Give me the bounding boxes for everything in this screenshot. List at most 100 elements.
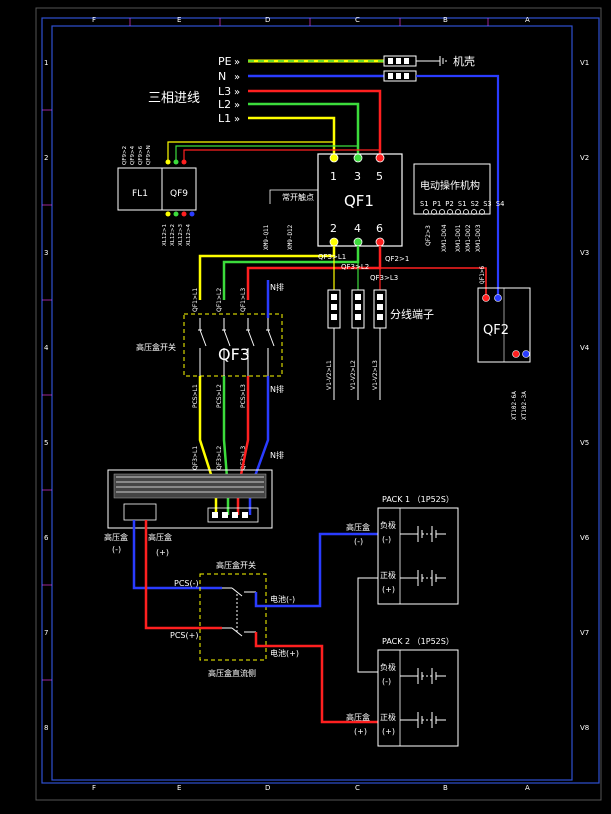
fl1-bottom-label: XL12>3 xyxy=(178,224,184,246)
pack1-neg-label: 负极 xyxy=(380,520,396,530)
terminals-label: 分线端子 xyxy=(390,307,434,321)
frame-row-number: 6 xyxy=(44,534,49,542)
qf1-out-label: QF2>1 xyxy=(385,255,409,263)
qf3-n-pcs-wire xyxy=(248,376,270,515)
qf1-out-label: QF3>L2 xyxy=(341,263,369,271)
frame-row-number: 5 xyxy=(44,439,48,447)
operator-wire-label: XM1-D04 xyxy=(441,224,448,252)
pcs-neg-sign: (-) xyxy=(112,545,121,554)
n-to-qf2-wire xyxy=(416,74,500,296)
operator-wire-label: XM1-D03 xyxy=(475,224,482,252)
dc-switch-bottom-label: 高压盒直流侧 xyxy=(208,668,256,678)
pack2-pos-label: 正极 xyxy=(380,712,396,722)
qf1-aux-pin: XM9-D12 xyxy=(287,224,294,250)
l1-arrow-icon: » xyxy=(234,114,240,125)
fl1-bottom-label: XL12>4 xyxy=(186,224,192,246)
qf1-l1-out-wire xyxy=(198,246,336,300)
qf1-term-bottom: 4 xyxy=(354,222,361,235)
qf9-l2-wire xyxy=(175,145,358,160)
outer-frame xyxy=(41,17,600,784)
l2-input-wire xyxy=(248,102,360,155)
dc-switch-top-label: 高压盒开关 xyxy=(216,560,256,570)
frame-col-label: D xyxy=(265,16,270,24)
frame-col-label: F xyxy=(92,784,96,792)
frame-col-label: C xyxy=(355,16,360,24)
distribution-terminals: 分线端子 V1-V2>L1 V1-V2>L2 V1-V2>L3 xyxy=(326,289,434,400)
pack1: PACK 1 （1P52S） 负极 (-) 正极 (+) 高压盒 (-) xyxy=(346,495,459,605)
frame-row-number: 2 xyxy=(44,154,48,162)
pe-terminal-pin xyxy=(396,58,401,64)
qf3-l3-pcs-wire xyxy=(236,376,250,515)
pack1-box-sign: (-) xyxy=(354,537,363,546)
frame-row-number: 8 xyxy=(44,724,48,732)
n-bus-mid-label: N排 xyxy=(270,384,284,394)
frame-row-label: V6 xyxy=(580,534,590,542)
qf1-term-bottom: 6 xyxy=(376,222,383,235)
dc-switch-pcs-neg: PCS(-) xyxy=(174,579,199,588)
qf3-l1-pcs-wire xyxy=(198,376,218,515)
qf1-aux-label: 常开触点 xyxy=(282,192,314,202)
fl1-top-label: QF9>N xyxy=(146,145,152,165)
pcs-ac-terminal xyxy=(207,507,259,523)
pcs-neg-wire xyxy=(132,520,222,590)
pcs-neg-label: 高压盒 xyxy=(104,532,128,542)
frame-row-label: V2 xyxy=(580,154,589,162)
pack2-title: PACK 2 （1P52S） xyxy=(382,637,454,646)
qf9-l3-wire xyxy=(183,149,380,160)
qf2-bottom-label: XT102-6A xyxy=(511,391,518,420)
frame-col-label: A xyxy=(525,784,530,792)
fl1-bottom-label: XL12>2 xyxy=(170,224,176,246)
qf3-switch: QF3 高压盒开关 QF1>L1 QF1>L2 QF1>L3 PCS>L1 PC… xyxy=(136,282,284,470)
qf2-breaker: QF2 QF1>6 XT102-6A XT102-3A xyxy=(477,266,531,420)
battery-pos-wire xyxy=(254,632,378,724)
qf1-to-qf2-wire xyxy=(380,267,487,296)
qf3-l2-pcs-wire xyxy=(222,376,230,515)
frame-row-label: V7 xyxy=(580,629,589,637)
pack2-neg-label: 负极 xyxy=(380,662,396,672)
electric-operator: 电动操作机构 S1 P1 P2 S1 S2 S3 S4 QF2>3 XM1-D0… xyxy=(413,163,504,252)
pack1-title: PACK 1 （1P52S） xyxy=(382,495,454,504)
operator-pins: S1 P1 P2 S1 S2 S3 S4 xyxy=(420,200,504,208)
frame-col-label: E xyxy=(177,16,181,24)
frame-bottom-labels: F E D C B A xyxy=(92,784,530,792)
l2-arrow-icon: » xyxy=(234,100,240,111)
pcs-pos-label: 高压盒 xyxy=(148,532,172,542)
pack2-pos-sign: (+) xyxy=(382,727,395,736)
l3-label: L3 xyxy=(218,85,231,98)
operator-wire-label: XM1-D02 xyxy=(465,224,472,252)
pcs-body xyxy=(107,469,273,529)
n-terminal-pin xyxy=(404,73,409,79)
qf9-label: QF9 xyxy=(170,189,188,199)
pack1-body xyxy=(377,507,459,605)
qf3-out-label: QF3>L2 xyxy=(216,446,223,470)
pack2-box-label: 高压盒 xyxy=(346,712,370,722)
ground-icon xyxy=(439,56,447,66)
inner-frame xyxy=(51,25,573,781)
qf3-out-label: QF3>L1 xyxy=(192,446,199,470)
qf3-upper-label: QF1>L3 xyxy=(240,288,247,312)
qf3-switch-label: 高压盒开关 xyxy=(136,342,176,352)
frame-top-labels: F E D C B A xyxy=(92,16,530,24)
terminal-wire-label: V1-V2>L2 xyxy=(350,360,357,390)
pack2-box-sign: (+) xyxy=(354,727,367,736)
pcs-unit xyxy=(107,469,273,529)
fl1-qf9-block: FL1 QF9 QF9>2 QF9>4 QF9>6 QF9>N XL12>1 X… xyxy=(117,145,197,246)
outer-sheet-border xyxy=(35,7,602,801)
frame-row-label: V8 xyxy=(580,724,589,732)
chassis-label: 机壳 xyxy=(453,54,475,68)
dc-switch-batt-neg: 电池(-) xyxy=(270,594,295,604)
qf2-bottom-label: XT102-3A xyxy=(521,391,528,420)
qf1-aux-wire xyxy=(269,189,318,204)
l1-input-wire xyxy=(248,116,336,155)
qf2-name: QF2 xyxy=(483,323,509,338)
pack2-body xyxy=(377,649,459,747)
fl1-bottom-label: XL12>1 xyxy=(162,224,168,246)
dc-switch-pcs-pos: PCS(+) xyxy=(170,631,198,640)
qf1-aux-pin: XM9-Q11 xyxy=(263,224,270,250)
pack2: PACK 2 （1P52S） 负极 (-) 正极 (+) 高压盒 (+) xyxy=(346,637,459,747)
n-bus-lower-label: N排 xyxy=(270,450,284,460)
qf3-dashed-box xyxy=(183,313,283,377)
qf3-name: QF3 xyxy=(218,345,250,364)
pack2-neg-sign: (-) xyxy=(382,677,391,686)
pcs-pos-sign: (+) xyxy=(156,548,169,557)
